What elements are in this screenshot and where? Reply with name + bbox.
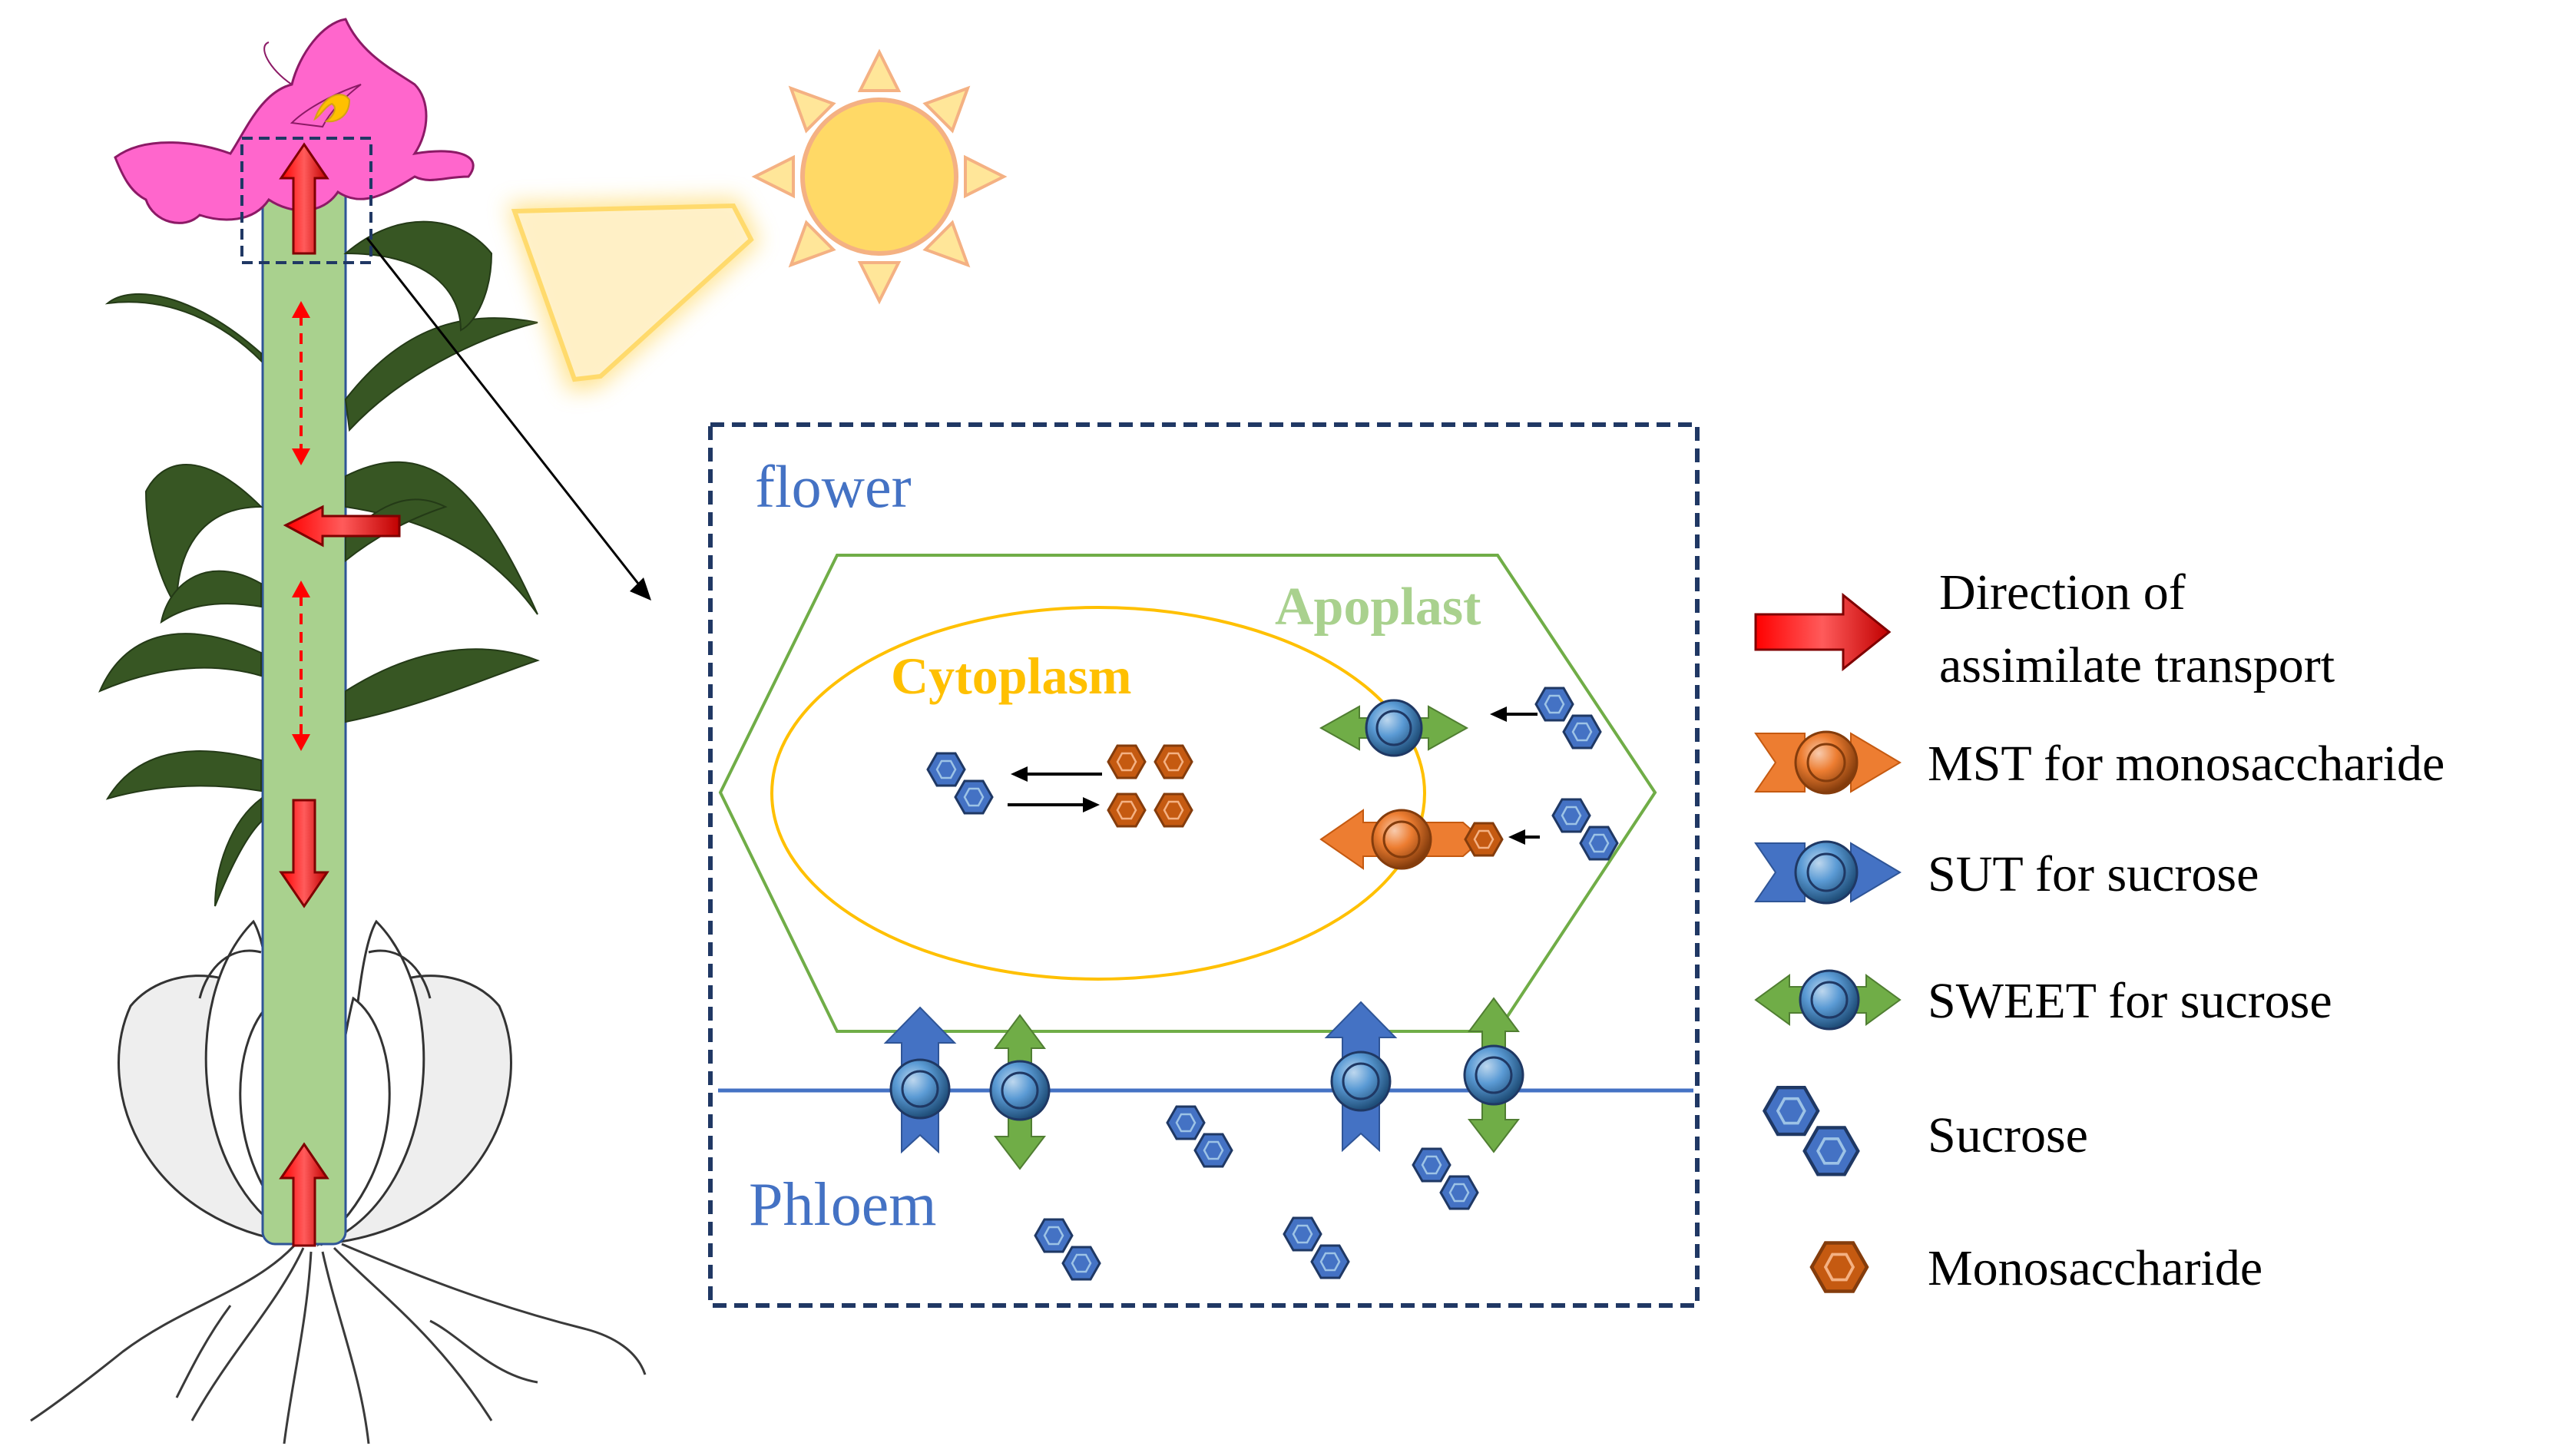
sun-icon	[507, 48, 1008, 392]
zoom-pointer	[366, 237, 651, 601]
legend-mst: MST for monosaccharide	[1928, 736, 2444, 792]
conversion-group	[926, 744, 1193, 828]
arrow-down	[279, 799, 329, 908]
assimilate-arrow-icon	[1754, 592, 1892, 672]
monosaccharide-icon	[1464, 822, 1504, 857]
sweet-transporter-icon	[989, 1014, 1051, 1170]
leaves	[98, 220, 540, 907]
sut-transporter-icon	[1324, 1001, 1398, 1153]
flower-label: flower	[755, 453, 912, 520]
legend-direction-line1: Direction of	[1939, 564, 2186, 620]
sucrose-icon	[1765, 1087, 1859, 1174]
legend-sucrose: Sucrose	[1928, 1107, 2088, 1163]
sweet-transporter-icon	[1319, 699, 1469, 757]
inset-panel: flower Apoplast Cytoplasm	[708, 422, 1700, 1308]
assimilate-arrows	[279, 142, 401, 1247]
sweet-transporter-icon	[1754, 969, 1902, 1031]
legend-direction-line2: assimilate transport	[1939, 637, 2335, 693]
flower-bloom	[114, 18, 475, 224]
stem	[261, 175, 347, 1246]
apoplast-label: Apoplast	[1275, 577, 1481, 637]
legend: Direction of assimilate transport MST fo…	[1754, 564, 2444, 1296]
roots	[30, 1243, 647, 1444]
sweet-transporter-icon	[1463, 997, 1524, 1153]
legend-sweet: SWEET for sucrose	[1928, 973, 2332, 1029]
arrow-left	[283, 505, 401, 548]
monosaccharide-icon	[1107, 744, 1147, 779]
cytoplasm-ellipse	[770, 606, 1426, 981]
mst-transporter-icon	[1754, 730, 1902, 795]
monosaccharide-icon	[1107, 793, 1147, 828]
monosaccharide-icon	[1154, 793, 1193, 828]
mst-transporter-icon	[1319, 809, 1484, 870]
flower-highlight-box	[240, 137, 372, 264]
monosaccharide-icon	[1154, 744, 1193, 779]
arrow-up-bottom	[279, 1142, 329, 1247]
legend-monosaccharide: Monosaccharide	[1928, 1240, 2262, 1296]
cytoplasm-label: Cytoplasm	[891, 647, 1132, 705]
legend-sut: SUT for sucrose	[1928, 846, 2259, 902]
sut-transporter-icon	[1754, 840, 1902, 905]
sut-transporter-icon	[883, 1006, 957, 1154]
arrow-up-top	[279, 142, 329, 255]
monosaccharide-icon	[1812, 1243, 1867, 1292]
phloem-label: Phloem	[749, 1171, 936, 1239]
plant	[30, 18, 651, 1444]
